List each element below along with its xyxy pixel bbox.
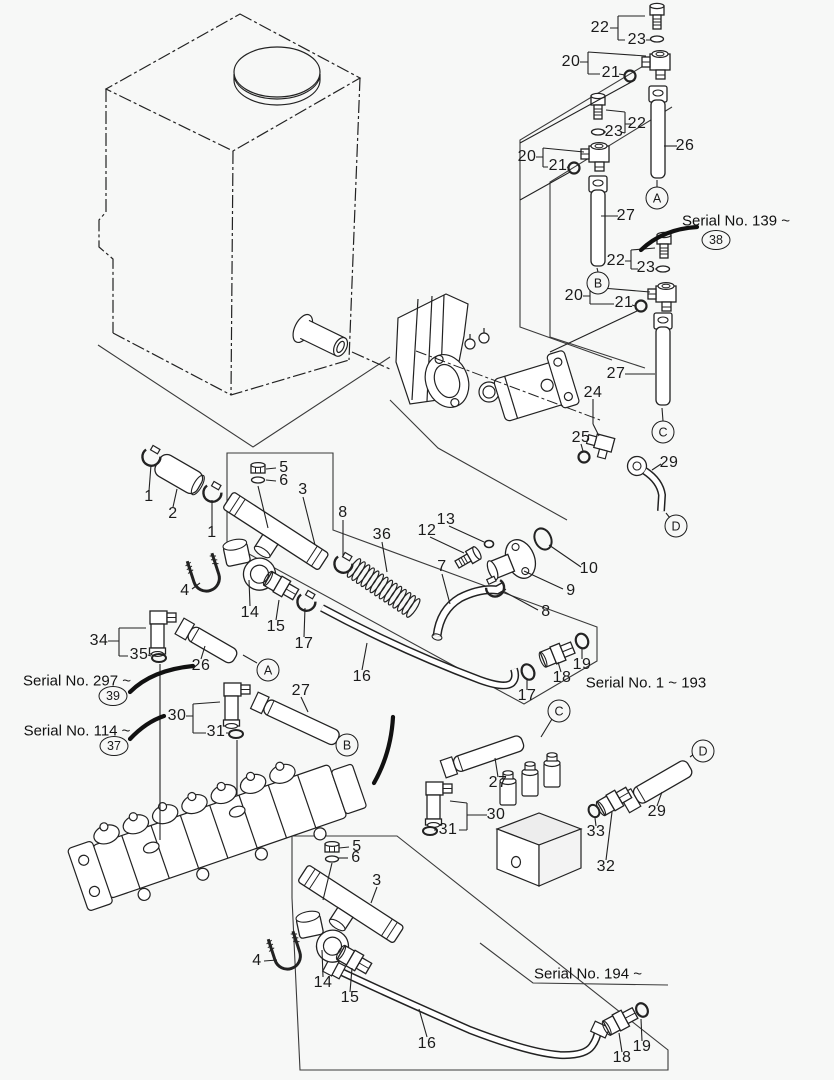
nut-5a <box>250 461 266 474</box>
oring-19b <box>635 1002 649 1018</box>
elbow-20a <box>641 49 671 80</box>
oring-31b <box>422 826 438 836</box>
oring-19a <box>574 632 590 650</box>
hydraulic-tank <box>98 13 393 396</box>
oring-17b <box>520 663 536 681</box>
oring-33 <box>587 803 601 819</box>
flanged-elbow-9 <box>486 539 537 581</box>
oring-21b <box>567 161 581 175</box>
group-borders <box>97 61 673 1071</box>
clamp-17a <box>292 586 321 616</box>
solenoid-coil <box>543 752 561 788</box>
clamp-1b <box>198 477 227 507</box>
oring-31a <box>228 729 244 739</box>
leader-lines <box>108 15 695 1053</box>
oring-35 <box>151 653 167 663</box>
elbow-30b <box>424 781 453 829</box>
washer-23b <box>590 128 606 136</box>
hose-27-mid <box>249 691 340 746</box>
bolt-12 <box>452 544 484 572</box>
u-bolt-4a <box>182 550 228 597</box>
hose-27-top-left <box>588 175 608 267</box>
elbow-24 <box>585 433 616 460</box>
washer-6b <box>324 855 340 863</box>
tee-pipe-3-upper <box>223 492 329 570</box>
solenoid-coil <box>521 761 539 797</box>
nut-5b <box>324 840 340 853</box>
hoses-and-pipes <box>154 85 693 1060</box>
hose-29-right <box>626 455 667 512</box>
elbow-20c <box>647 281 677 312</box>
hose-26-top <box>648 85 668 179</box>
washer-6a <box>250 476 266 484</box>
hose-16-upper <box>320 604 520 690</box>
clamp-8a <box>329 548 358 578</box>
hydraulic-pump <box>395 293 601 422</box>
elbow-20b <box>580 141 610 172</box>
hose-7 <box>431 582 507 641</box>
elbow-34 <box>148 610 177 658</box>
elbow-30a <box>222 682 251 730</box>
bolt-22a <box>649 2 665 30</box>
washer-23a <box>649 35 665 43</box>
oring-21c <box>634 299 648 313</box>
adapter-15a <box>260 568 301 603</box>
hose-26-left <box>174 617 238 664</box>
tee-pipe-3-lower <box>298 865 404 943</box>
oring-10 <box>533 527 553 551</box>
tank-outlet-port <box>292 313 349 357</box>
hose-27-top-right <box>653 312 673 406</box>
serial-divider-arcs <box>127 224 700 786</box>
hose-2 <box>154 453 205 496</box>
hose-27-bottom <box>439 735 525 779</box>
adapter-18b <box>599 1004 640 1038</box>
spring-36 <box>346 558 421 618</box>
washer-13 <box>483 539 495 549</box>
main-control-valve <box>67 761 367 911</box>
washer-23c <box>655 265 671 273</box>
fittings <box>137 2 677 1038</box>
solenoid-coil <box>499 770 517 806</box>
adapter-18a <box>536 638 577 670</box>
oring-25 <box>577 450 591 464</box>
solenoid-valve-block <box>495 752 583 887</box>
